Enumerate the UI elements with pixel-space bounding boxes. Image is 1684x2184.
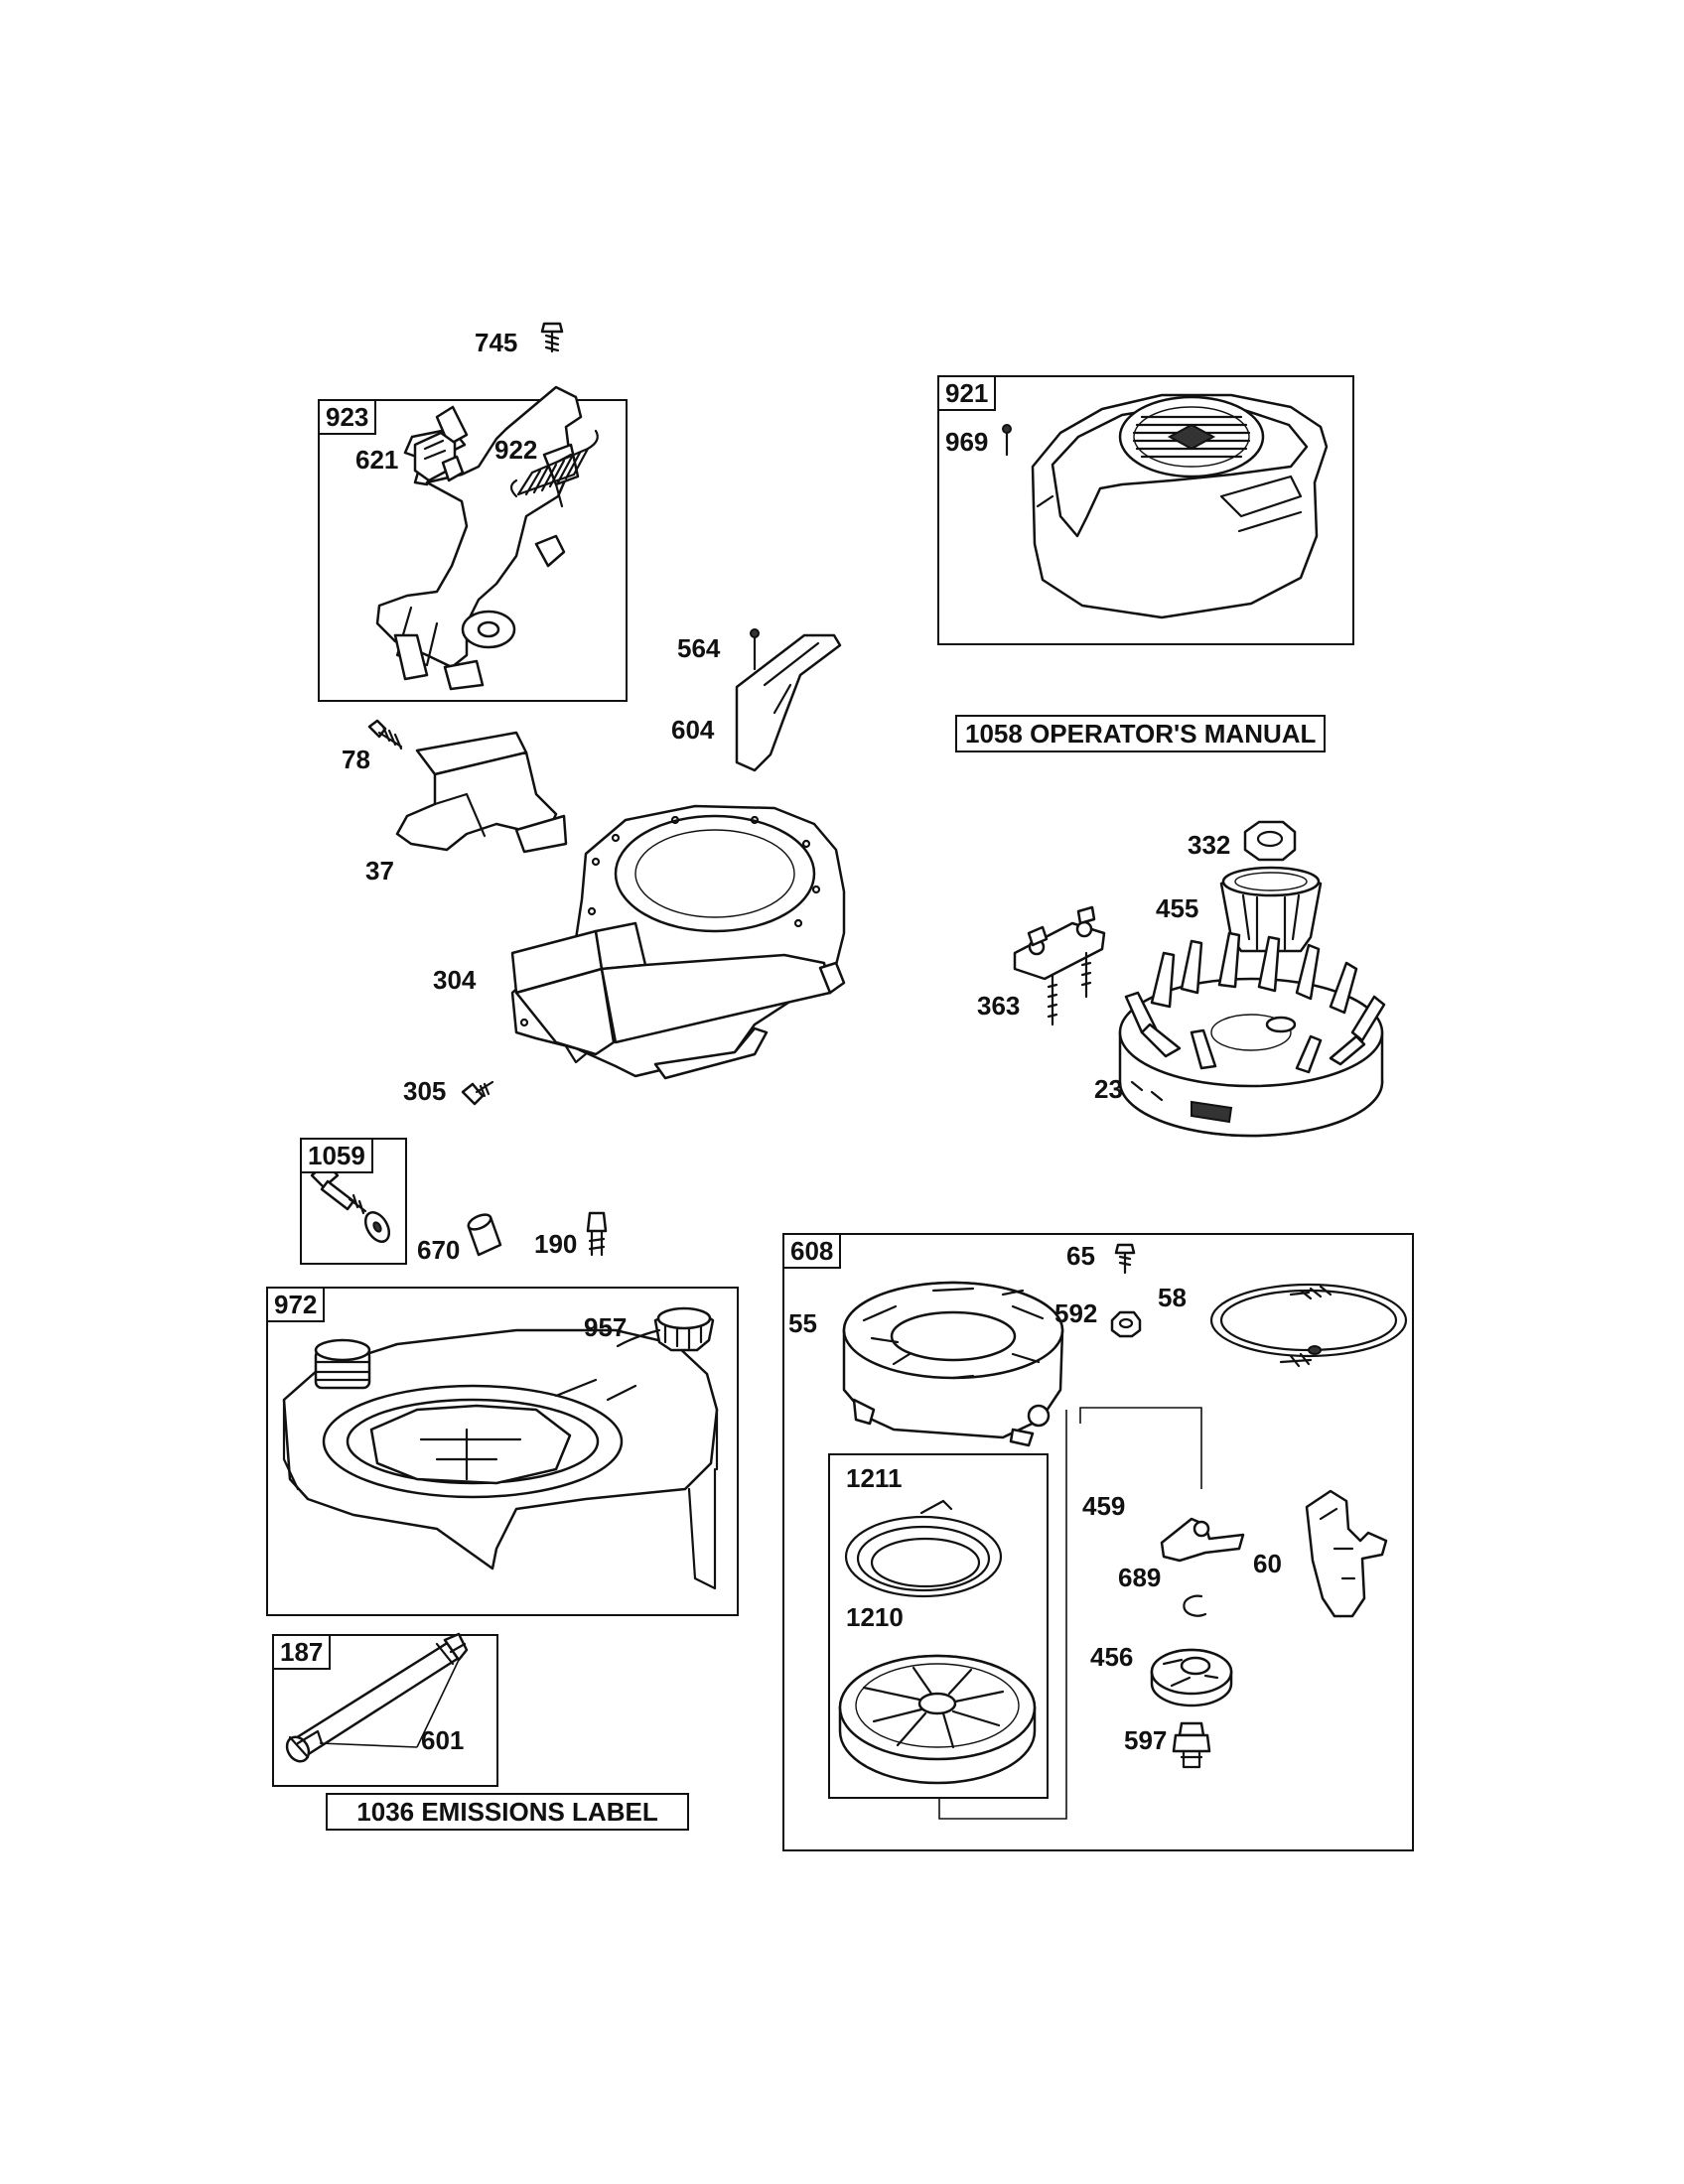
fuel-line-187-icon <box>285 1632 469 1763</box>
ratchet-456-icon <box>1150 1648 1233 1707</box>
kit-label-923: 923 <box>318 399 377 435</box>
flywheel-23-icon <box>1118 931 1386 1138</box>
screw-305-icon <box>461 1080 494 1106</box>
callout-78: 78 <box>342 745 370 774</box>
emissions-label-note: 1036 EMISSIONS LABEL <box>326 1793 689 1831</box>
spring-922-icon <box>509 429 599 498</box>
kit-label-972: 972 <box>266 1287 326 1322</box>
callout-305: 305 <box>403 1076 447 1106</box>
callout-1211: 1211 <box>846 1463 903 1493</box>
callout-597: 597 <box>1124 1725 1168 1755</box>
pulley-1210-icon <box>838 1654 1037 1785</box>
kit-972-frame <box>266 1287 739 1616</box>
callout-601: 601 <box>421 1725 465 1755</box>
nut-592-icon <box>1110 1310 1142 1338</box>
kit-label-608: 608 <box>782 1233 842 1269</box>
callout-592: 592 <box>1054 1298 1098 1328</box>
callout-55: 55 <box>788 1308 817 1338</box>
callout-957: 957 <box>584 1312 628 1342</box>
kit-921-frame <box>937 375 1354 645</box>
callout-745: 745 <box>475 328 518 357</box>
callout-670: 670 <box>417 1235 461 1265</box>
pin-564-icon <box>750 628 760 671</box>
blower-housing-304-icon <box>510 804 846 1080</box>
kit-label-1059: 1059 <box>300 1138 373 1173</box>
callout-969: 969 <box>945 427 989 457</box>
starter-subassembly-frame <box>828 1453 1049 1799</box>
callout-621: 621 <box>355 445 399 475</box>
screw-65-icon <box>1114 1243 1136 1275</box>
callout-60: 60 <box>1253 1549 1282 1578</box>
operators-manual-note: 1058 OPERATOR'S MANUAL <box>955 715 1327 752</box>
callout-459: 459 <box>1082 1491 1126 1521</box>
shield-37-icon <box>395 731 568 854</box>
callout-922: 922 <box>494 435 538 465</box>
air-guide-604-icon <box>735 633 842 772</box>
callout-1210: 1210 <box>846 1602 904 1632</box>
callout-564: 564 <box>677 633 721 663</box>
starter-cup-455-icon <box>1219 866 1323 953</box>
screw-190-icon <box>586 1211 608 1257</box>
bracket-363-icon <box>1013 905 1106 1026</box>
link-621-icon <box>413 431 465 482</box>
rewind-spring-1211-icon <box>844 1499 1003 1598</box>
callout-304: 304 <box>433 965 477 995</box>
callout-190: 190 <box>534 1229 578 1259</box>
callout-689: 689 <box>1118 1563 1162 1592</box>
callout-455: 455 <box>1156 893 1199 923</box>
kit-187-frame <box>272 1634 498 1787</box>
callout-37: 37 <box>365 856 394 886</box>
screw-78-icon <box>367 719 403 751</box>
kit-label-187: 187 <box>272 1634 332 1670</box>
callout-332: 332 <box>1188 830 1231 860</box>
screw-745-icon <box>540 322 564 353</box>
pin-969-icon <box>1002 424 1012 457</box>
fuel-cap-957-icon <box>616 1306 715 1352</box>
blower-cover-icon <box>1031 393 1329 619</box>
kit-608-frame <box>782 1233 1414 1851</box>
rope-58-icon <box>1209 1283 1408 1368</box>
callout-23: 23 <box>1094 1074 1123 1104</box>
starter-housing-55-icon <box>842 1281 1064 1447</box>
callout-456: 456 <box>1090 1642 1134 1672</box>
screw-597-icon <box>1172 1721 1211 1769</box>
kit-label-921: 921 <box>937 375 997 411</box>
pawl-459-icon <box>1160 1517 1245 1563</box>
kit-923-frame <box>318 399 628 702</box>
spacer-670-icon <box>467 1213 502 1257</box>
nut-332-icon <box>1243 820 1297 862</box>
callout-58: 58 <box>1158 1283 1187 1312</box>
callout-604: 604 <box>671 715 715 745</box>
control-bracket-icon <box>375 385 583 691</box>
callout-65: 65 <box>1066 1241 1095 1271</box>
handle-60-icon <box>1305 1489 1388 1618</box>
fuel-tank-972-icon <box>282 1328 719 1590</box>
ring-689-icon <box>1183 1594 1207 1617</box>
shoulder-screw-1059-icon <box>310 1161 391 1243</box>
callout-363: 363 <box>977 991 1021 1021</box>
